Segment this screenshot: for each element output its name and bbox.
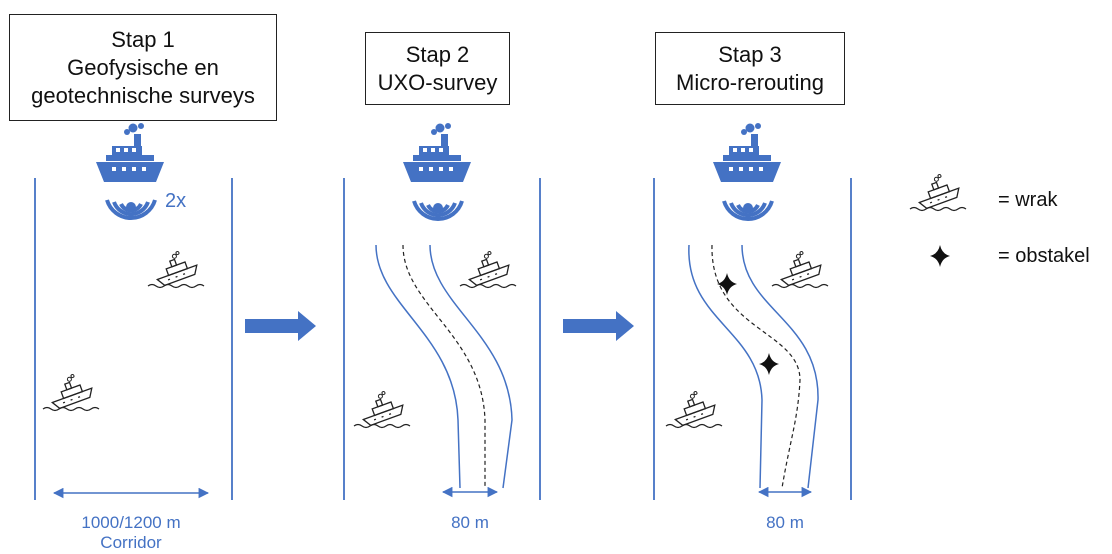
sonar-icon (105, 198, 157, 220)
wreck-icon (353, 386, 411, 429)
corridor-width-label: 1000/1200 m Corridor (56, 513, 206, 553)
legend-obstacle-star-icon (930, 245, 950, 267)
survey-ship-icon (96, 123, 164, 182)
route3-centerline (711, 244, 801, 489)
step3-box: Stap 3 Micro-rerouting (655, 32, 845, 105)
wreck-icon (42, 369, 100, 412)
corridor-name: Corridor (100, 533, 162, 552)
legend-wreck-label: = wrak (998, 189, 1058, 211)
wreck-icon (459, 246, 517, 289)
route2-centerline (402, 244, 486, 488)
obstacle-star-icon (717, 273, 737, 295)
route2-width-label: 80 m (451, 513, 489, 532)
step3-title: Stap 3 (718, 41, 782, 67)
step2-line2: UXO-survey (377, 69, 498, 95)
wreck-icon (771, 246, 829, 289)
sonar-icon (412, 199, 464, 221)
wreck-icon (147, 246, 205, 289)
legend-obstacle-label: = obstakel (998, 245, 1090, 267)
repeat-label: 2x (165, 190, 187, 212)
step1-box: Stap 1 Geofysische en geotechnische surv… (9, 14, 277, 121)
obstacle-star-icon (759, 353, 779, 375)
survey-ship-icon (403, 123, 471, 182)
step1-title: Stap 1 (111, 26, 175, 52)
wreck-icon (665, 386, 723, 429)
arrow-right-icon (245, 311, 316, 341)
legend-wreck-icon (909, 169, 967, 212)
corridor-width-value: 1000/1200 m (81, 513, 181, 532)
sonar-icon (722, 199, 774, 221)
route3-left-line (688, 244, 763, 489)
step3-line2: Micro-rerouting (676, 69, 824, 95)
arrow-right-icon (563, 311, 634, 341)
route3-right-line (741, 244, 819, 489)
step1-line2: Geofysische en (67, 54, 219, 80)
route2-left-line (375, 244, 461, 489)
step2-title: Stap 2 (405, 41, 470, 67)
step1-line3: geotechnische surveys (31, 82, 255, 108)
route3-width-label: 80 m (766, 513, 804, 532)
survey-ship-icon (713, 123, 781, 182)
route2-right-line (429, 244, 513, 489)
step2-box: Stap 2 UXO-survey (365, 32, 510, 105)
